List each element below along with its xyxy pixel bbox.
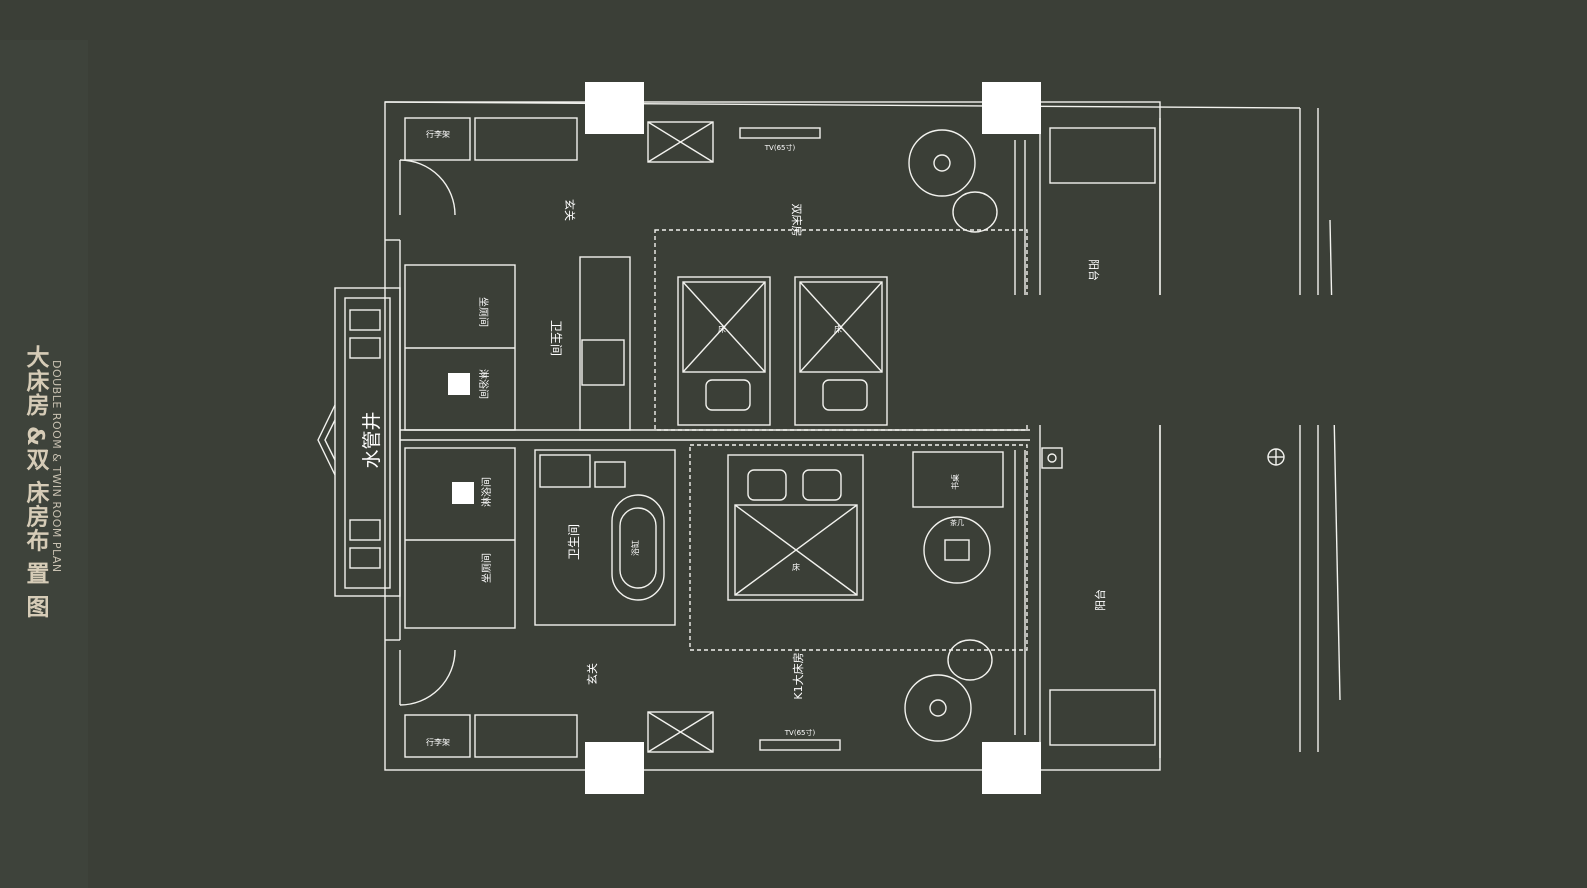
label-wc-bottom: 坐厕间	[480, 553, 493, 583]
plan-title-cn: 大床房 &双 床房布 置 图	[22, 345, 48, 619]
label-vestibule-bottom: 玄关	[585, 663, 599, 685]
label-balcony-top: 阳台	[1087, 259, 1101, 281]
plan-title-en: DOUBLE ROOM & TWIN ROOM PLAN	[50, 360, 63, 573]
label-desk: 书桌	[950, 474, 960, 490]
label-shower-top: 淋浴间	[477, 369, 490, 399]
column-bottom-right	[982, 742, 1041, 794]
label-twin-room: 双床房	[790, 204, 804, 237]
label-water-shaft: 水管井	[361, 411, 383, 468]
label-vestibule-top: 玄关	[563, 199, 577, 221]
label-king-room: K1大床房	[791, 652, 805, 699]
label-bathtub: 浴缸	[630, 540, 640, 556]
room-labels: 水管井 玄关 玄关 卫生间 卫生间 坐厕间 坐厕间 淋浴间 淋浴间 双床房 K1…	[361, 129, 1107, 747]
label-luggage-bottom: 行李架	[426, 737, 450, 747]
shower-drain-top	[448, 373, 470, 395]
label-bath-bottom: 卫生间	[567, 524, 581, 560]
shower-drain-bottom	[452, 482, 474, 504]
plan-walls	[317, 101, 1341, 771]
label-wc-top: 坐厕间	[477, 297, 490, 327]
column-top-right	[982, 82, 1041, 134]
label-luggage-top: 行李架	[426, 129, 450, 139]
title-band	[0, 40, 88, 888]
label-bed-top-right: 床	[834, 324, 842, 334]
column-bottom-left	[585, 742, 644, 794]
label-bed-bottom: 床	[792, 562, 800, 572]
label-bed-top-left: 床	[718, 324, 726, 334]
label-tv-bottom: TV(65寸)	[784, 728, 816, 737]
label-tea-table: 茶几	[950, 518, 964, 527]
label-shower-bottom: 淋浴间	[480, 477, 493, 507]
label-tv-top: TV(65寸)	[764, 143, 796, 152]
masked-region	[897, 295, 1417, 425]
label-balcony-bottom: 阳台	[1093, 589, 1107, 611]
label-bath-top: 卫生间	[549, 320, 563, 356]
column-top-left	[585, 82, 644, 134]
structural-columns	[448, 82, 1041, 794]
